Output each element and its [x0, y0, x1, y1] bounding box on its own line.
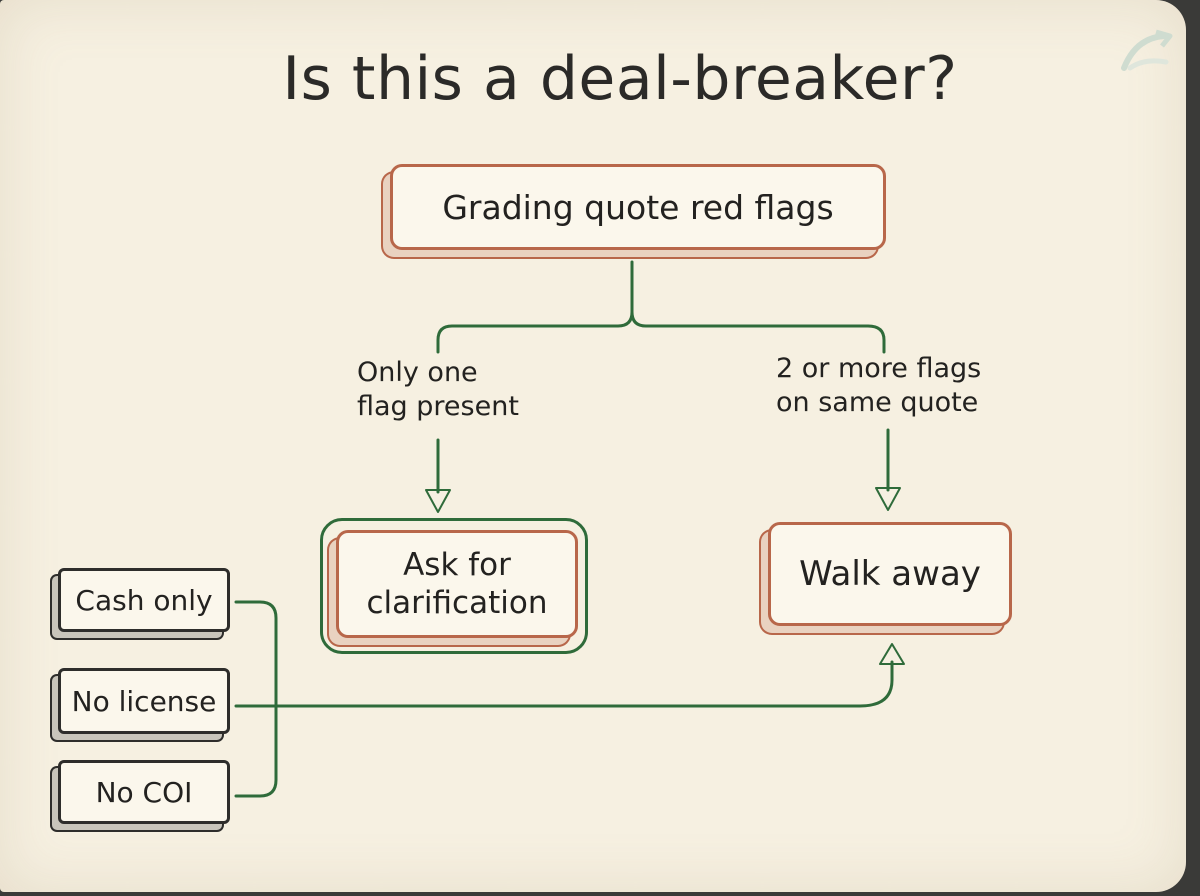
right-split-line — [630, 310, 886, 354]
flag-cash-only: Cash only — [58, 568, 230, 632]
clarification-node-label: Ask for clarification — [366, 547, 548, 621]
flag-cash-only-label: Cash only — [75, 583, 213, 617]
flag-no-coi-label: No COI — [95, 775, 193, 809]
diagram-title: Is this a deal-breaker? — [282, 44, 958, 114]
root-node-label: Grading quote red flags — [442, 187, 834, 227]
left-arrowhead-icon — [425, 489, 451, 513]
flag-no-license: No license — [58, 668, 230, 734]
flag-no-coi: No COI — [58, 760, 230, 824]
right-arrowhead-icon — [875, 487, 901, 511]
root-node: Grading quote red flags — [390, 164, 886, 250]
walk-away-node-label: Walk away — [799, 554, 981, 594]
walk-away-node: Walk away — [768, 522, 1012, 626]
root-stem-line — [436, 260, 634, 354]
flag-bracket-line — [234, 600, 278, 798]
clarification-outline — [320, 518, 588, 654]
flag-no-license-label: No license — [71, 684, 217, 718]
clarification-node: Ask for clarification — [336, 530, 578, 638]
branch-label-two-flags: 2 or more flags on same quote — [776, 353, 982, 418]
branch-label-one-flag: Only one flag present — [357, 357, 519, 422]
flag-merge-line — [234, 660, 894, 708]
brand-logo-icon — [1121, 29, 1173, 71]
walk-away-arrowhead-icon — [879, 643, 905, 665]
